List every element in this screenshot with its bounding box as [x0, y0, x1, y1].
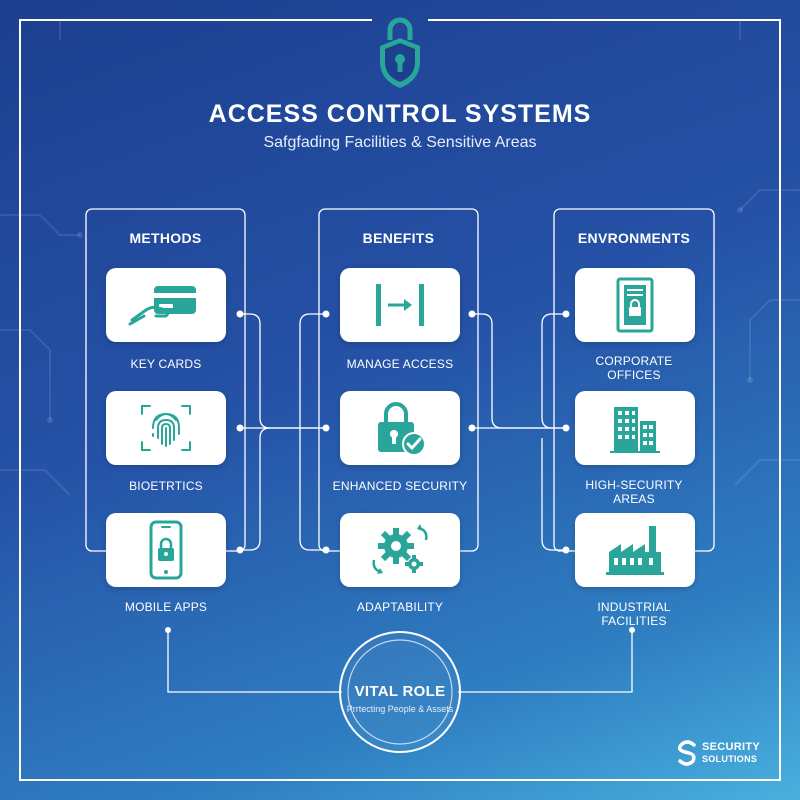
column-heading-environments: ENVRONMENTS [577, 230, 691, 246]
office-door-icon [616, 277, 654, 333]
vital-role-subtitle: Prrtecting People & Assets [346, 704, 454, 714]
environment-label-line1: CORPORATE [595, 354, 673, 368]
benefit-card-manage-access [340, 268, 460, 342]
method-label-mobile-apps: MOBILE APPS [124, 600, 208, 614]
method-label-key-cards: KEY CARDS [130, 357, 202, 371]
padlock-check-icon [378, 402, 426, 456]
environment-label-line1: INDUSTRIAL [597, 600, 671, 614]
brand-logo: SECURITY SOLUTIONS [676, 738, 776, 768]
page-title: ACCESS CONTROL SYSTEMS [208, 100, 592, 128]
method-card-mobile-apps [106, 513, 226, 587]
column-heading-benefits: BENEFITS [362, 230, 435, 246]
buildings-icon [610, 407, 660, 453]
gears-icon [372, 524, 428, 574]
method-card-key-cards [106, 268, 226, 342]
column-heading-methods: METHODS [129, 230, 202, 246]
benefit-label-manage-access: MANAGE ACCESS [346, 357, 454, 371]
page-subtitle: Safgfading Facilities & Sensitive Areas [263, 134, 537, 151]
environment-card-corporate-offices [575, 268, 695, 342]
environment-label-line2: AREAS [613, 492, 655, 506]
method-label-biometrics: BIOETRTICS [129, 479, 203, 493]
benefit-label-adaptability: ADAPTABILITY [356, 600, 444, 614]
environment-label-line1: HIGH-SECURITY [585, 478, 683, 492]
environment-label-high-security-areas: HIGH-SECURITY AREAS [559, 478, 709, 506]
environment-card-high-security-areas [575, 391, 695, 465]
vital-role-title: VITAL ROLE [354, 683, 446, 700]
brand-name-line1: SECURITY [702, 741, 761, 753]
benefit-card-enhanced-security [340, 391, 460, 465]
brand-name-line2: SOLUTIONS [702, 754, 758, 764]
factory-icon [606, 526, 664, 575]
arrow-gate-icon [376, 284, 424, 326]
environment-label-line2: OFFICES [607, 368, 661, 382]
shield-lock-icon [380, 17, 420, 88]
environment-card-industrial-facilities [575, 513, 695, 587]
method-card-biometrics [106, 391, 226, 465]
environment-label-corporate-offices: CORPORATE OFFICES [559, 354, 709, 382]
key-card-hand-icon [128, 286, 196, 326]
fingerprint-icon [141, 405, 191, 451]
security-solutions-logo-icon [677, 740, 696, 766]
smartphone-lock-icon [149, 520, 183, 580]
benefit-card-adaptability [340, 513, 460, 587]
environment-label-line2: FACILITIES [601, 614, 667, 628]
benefit-label-enhanced-security: ENHANCED SECURITY [332, 479, 468, 493]
environment-label-industrial-facilities: INDUSTRIAL FACILITIES [559, 600, 709, 628]
